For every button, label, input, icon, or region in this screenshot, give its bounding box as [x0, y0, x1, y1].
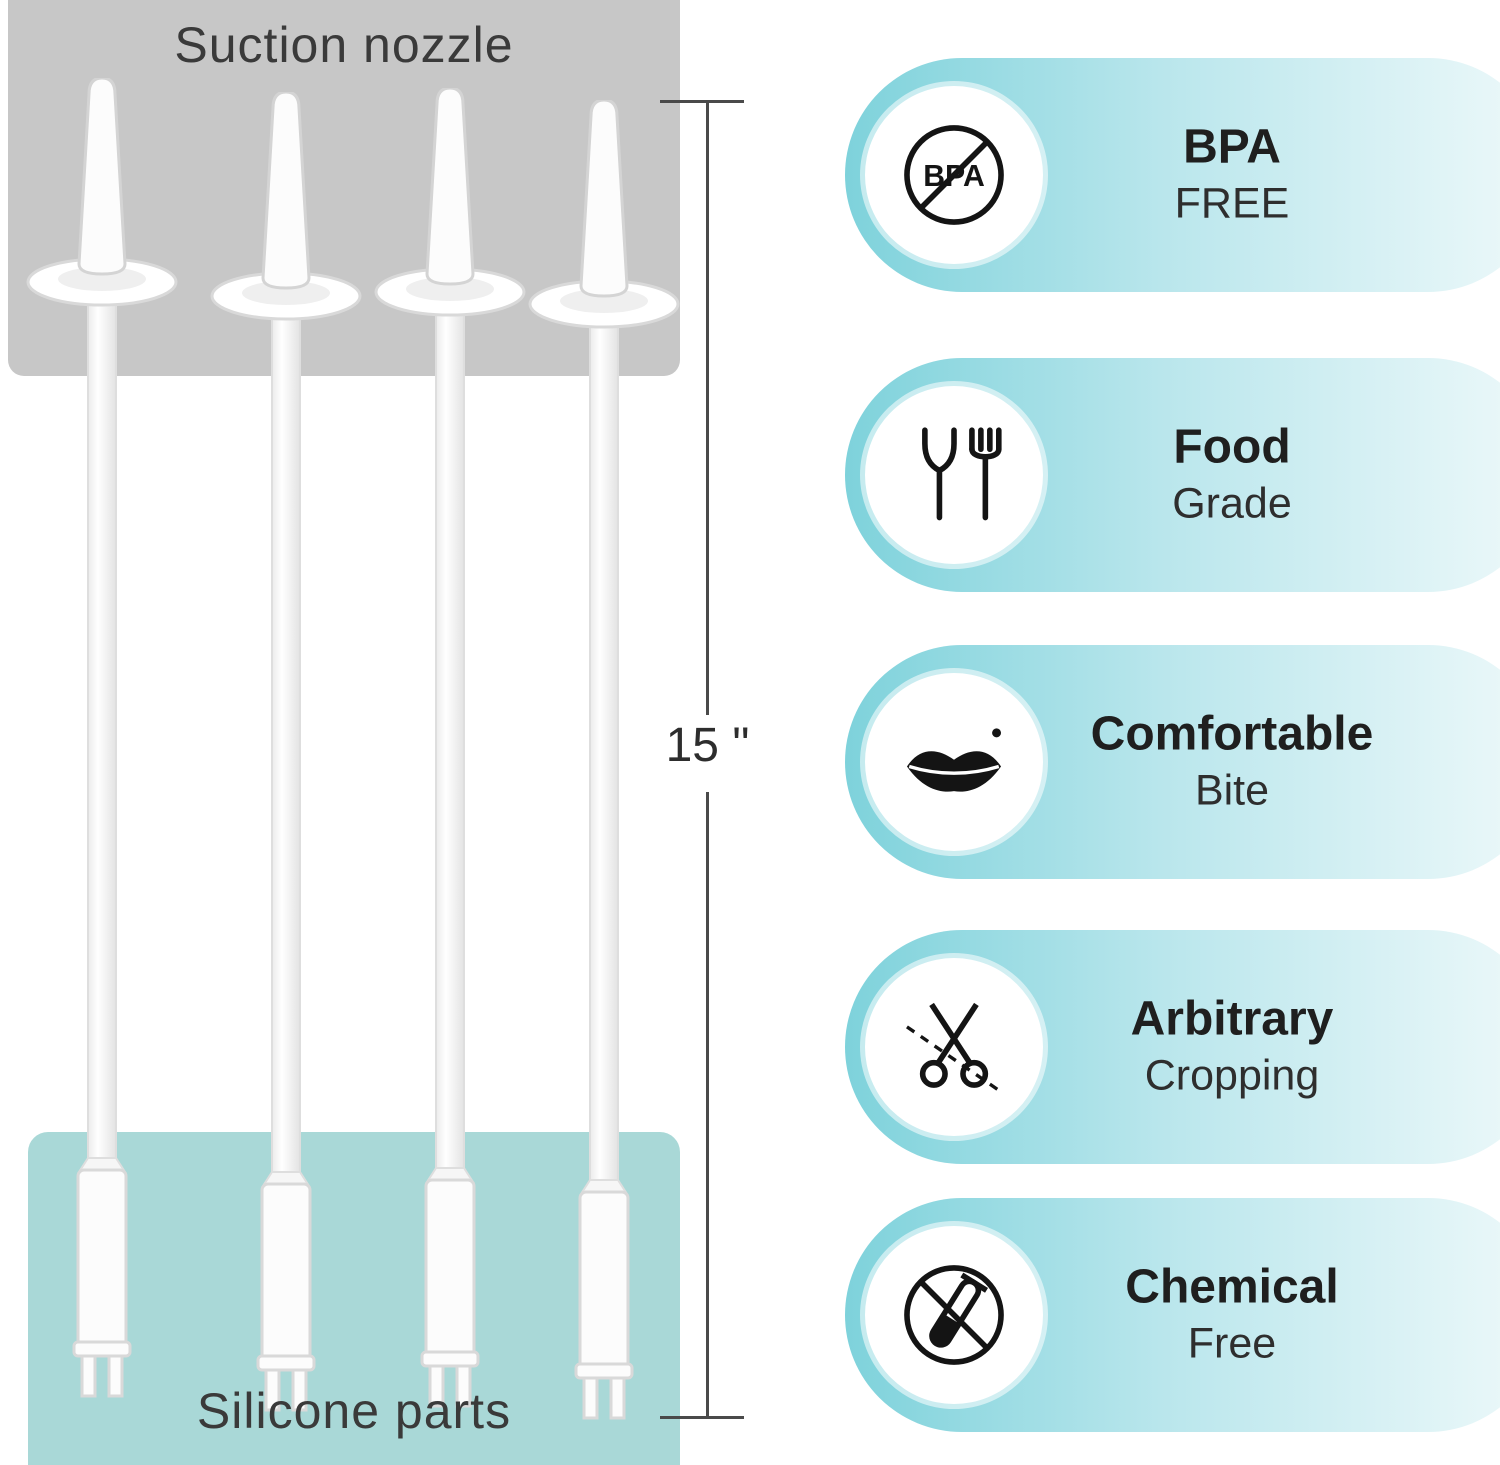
feature-icon-circle: BPA [865, 86, 1043, 264]
feature-subtitle: FREE [1174, 179, 1290, 228]
feature-title: Food [1173, 420, 1291, 474]
no-chemical-icon [904, 1265, 1004, 1365]
silicone-parts-panel [28, 1132, 680, 1465]
feature-bpa-free: BPA BPA FREE [845, 58, 1500, 292]
feature-text: Food Grade [1057, 420, 1407, 531]
feature-food-grade: Food Grade [845, 358, 1500, 592]
dimension-line-lower [706, 792, 709, 1418]
silicone-parts-label: Silicone parts [196, 1383, 512, 1439]
straw [206, 92, 366, 1422]
feature-icon-circle [865, 673, 1043, 851]
feature-subtitle: Bite [1194, 766, 1270, 815]
length-dimension-label: 15 " [630, 718, 785, 773]
feature-text: BPA FREE [1057, 120, 1407, 231]
feature-subtitle: Free [1187, 1319, 1277, 1368]
feature-text: Arbitrary Cropping [1057, 992, 1407, 1103]
feature-icon-circle [865, 1226, 1043, 1404]
no-bpa-icon: BPA [904, 125, 1004, 225]
feature-chemical-free: Chemical Free [845, 1198, 1500, 1432]
feature-icon-circle [865, 958, 1043, 1136]
feature-text: Comfortable Bite [1057, 707, 1407, 818]
feature-title: BPA [1183, 120, 1281, 174]
feature-title: Arbitrary [1130, 992, 1334, 1046]
feature-subtitle: Grade [1172, 479, 1292, 528]
straw [22, 78, 182, 1408]
feature-title: Comfortable [1090, 707, 1374, 761]
food-grade-icon [922, 427, 1002, 521]
lips-icon [906, 728, 1002, 792]
scissors-icon [906, 1002, 1002, 1094]
suction-nozzle-label: Suction nozzle [174, 17, 514, 73]
dimension-cap-top [660, 100, 744, 103]
dimension-cap-bottom [660, 1416, 744, 1419]
straw [370, 88, 530, 1418]
feature-comfortable-bite: Comfortable Bite [845, 645, 1500, 879]
dimension-line-upper [706, 100, 709, 715]
feature-arbitrary-cropping: Arbitrary Cropping [845, 930, 1500, 1164]
feature-title: Chemical [1125, 1260, 1339, 1314]
feature-icon-circle [865, 386, 1043, 564]
feature-subtitle: Cropping [1144, 1051, 1320, 1100]
feature-text: Chemical Free [1057, 1260, 1407, 1371]
